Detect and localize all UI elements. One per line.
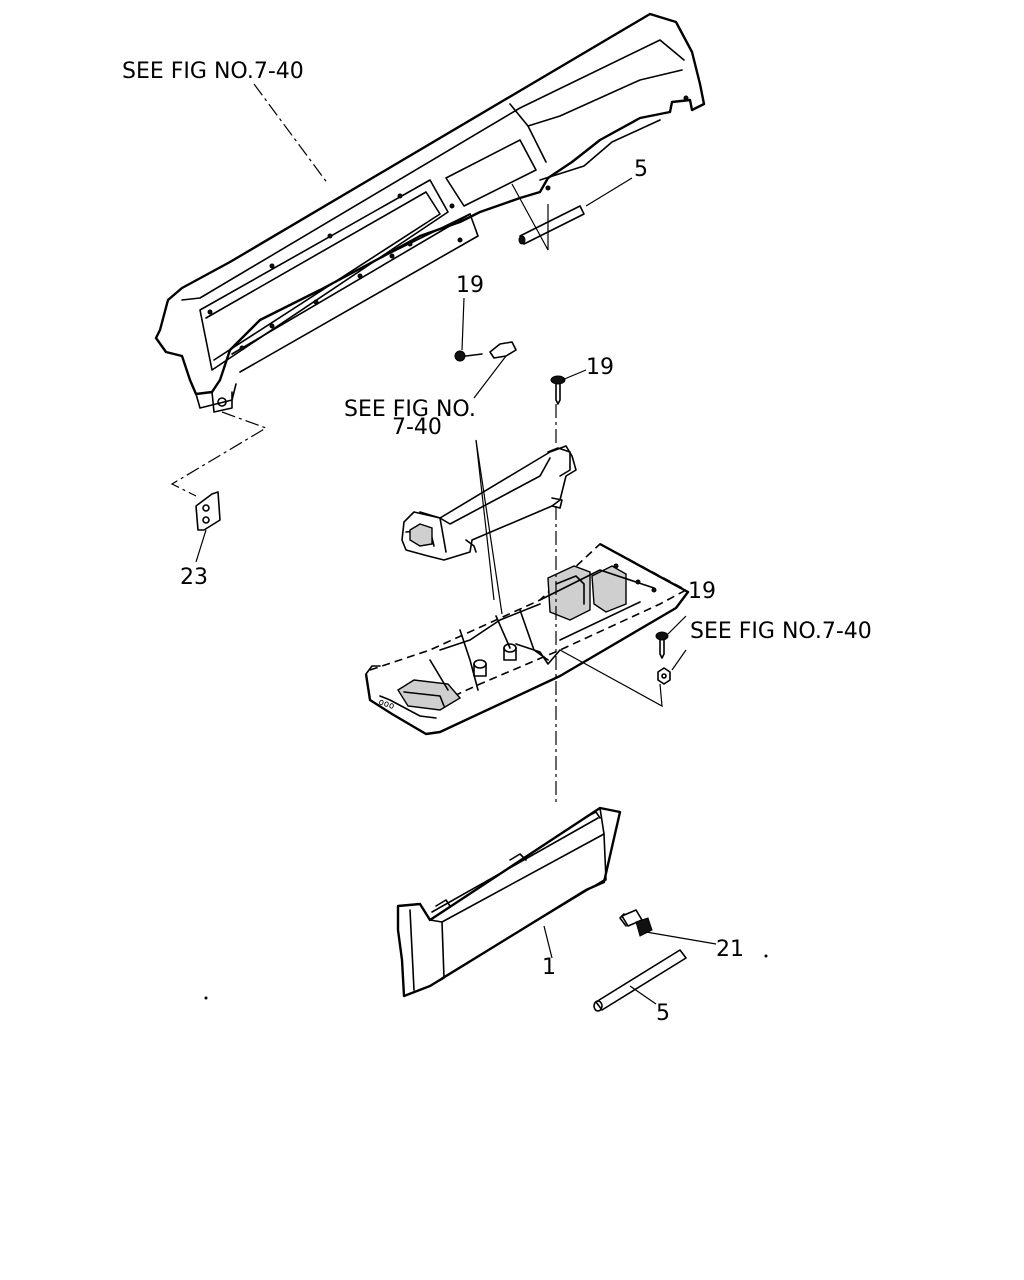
label-see-fig-mid-line2: 7-40 bbox=[392, 415, 442, 440]
label-part-5-top: 5 bbox=[634, 157, 648, 182]
rod-part-5-top bbox=[511, 177, 633, 251]
clip-part-19-upper bbox=[454, 297, 517, 399]
svg-text:ooo: ooo bbox=[377, 697, 396, 712]
lower-panel-tray: ooo bbox=[364, 542, 690, 736]
label-part-5-bottom: 5 bbox=[656, 1001, 670, 1026]
bracket-part-23 bbox=[195, 491, 221, 563]
label-part-23: 23 bbox=[180, 565, 208, 590]
label-see-fig-right: SEE FIG NO.7-40 bbox=[690, 619, 872, 644]
label-part-19-a: 19 bbox=[456, 273, 484, 298]
label-part-21: 21 bbox=[716, 937, 744, 962]
glove-box-housing bbox=[401, 445, 577, 561]
label-part-1: 1 bbox=[542, 955, 556, 980]
leader-lines bbox=[170, 83, 717, 1005]
label-see-fig-top: SEE FIG NO.7-40 bbox=[122, 59, 304, 84]
screw-part-19-middle bbox=[550, 369, 587, 405]
label-see-fig-mid-line1: SEE FIG NO. bbox=[344, 397, 476, 422]
label-part-19-b: 19 bbox=[586, 355, 614, 380]
label-part-19-c: 19 bbox=[688, 579, 716, 604]
striker-part-21 bbox=[619, 909, 653, 937]
glove-box-door-part-1 bbox=[396, 806, 622, 998]
screw-part-19-right bbox=[655, 615, 687, 685]
scan-specks bbox=[204, 954, 768, 1000]
rod-part-5-bottom bbox=[593, 949, 687, 1012]
instrument-panel bbox=[154, 12, 706, 413]
